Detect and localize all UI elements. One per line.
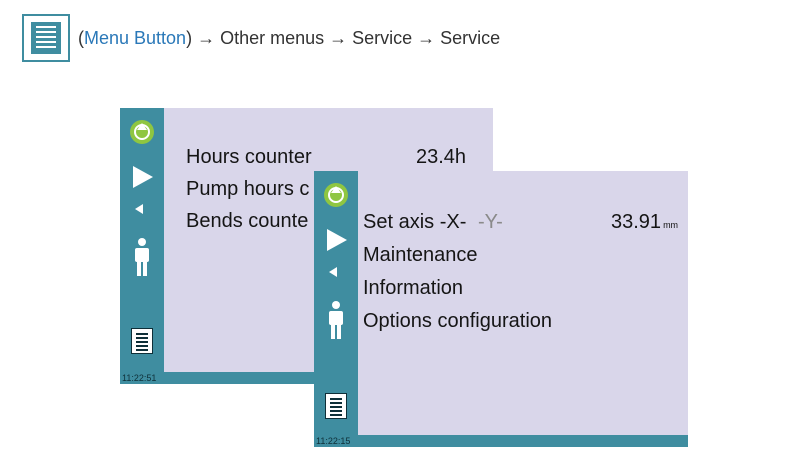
axis-y-selector[interactable]: -Y- [477, 211, 503, 233]
sidebar [120, 108, 164, 384]
axis-value-number: 33.91 [611, 211, 662, 233]
breadcrumb: (Menu Button) → Other menus → Service → … [78, 28, 500, 49]
menu-item-set-axis[interactable]: Set axis -X- -Y- [363, 211, 503, 234]
menu-item-maintenance[interactable]: Maintenance [363, 244, 478, 266]
back-icon[interactable] [135, 204, 143, 214]
menu-item-information[interactable]: Information [363, 277, 464, 299]
status-bar [314, 435, 688, 447]
clock: 11:22:15 [316, 436, 351, 446]
axis-value-unit: mm [663, 220, 679, 230]
menu-item-hours-counter[interactable]: Hours counter [186, 146, 312, 168]
play-icon[interactable] [327, 229, 347, 251]
back-content: Hours counter 23.4h Pump hours c Bends c… [186, 146, 486, 266]
person-icon[interactable] [132, 238, 152, 278]
menu-icon [31, 22, 61, 54]
menu-item-bends-counter[interactable]: Bends counte [186, 210, 309, 232]
document-icon[interactable] [131, 328, 153, 354]
breadcrumb-open: ( [78, 28, 84, 48]
back-icon[interactable] [329, 267, 337, 277]
home-icon[interactable] [324, 183, 348, 207]
clock: 11:22:51 [122, 373, 157, 383]
person-icon[interactable] [326, 301, 346, 341]
menu-button-icon [22, 14, 70, 62]
hours-counter-value: 23.4h [416, 146, 467, 168]
menu-item-pump-hours[interactable]: Pump hours c [186, 178, 310, 200]
menu-item-options-configuration[interactable]: Options configuration [363, 310, 553, 332]
set-axis-label: Set axis [363, 211, 435, 233]
home-icon[interactable] [130, 120, 154, 144]
axis-x-selector[interactable]: -X- [439, 211, 467, 233]
document-icon[interactable] [325, 393, 347, 419]
menu-button-link[interactable]: Menu Button [84, 28, 187, 48]
sidebar [314, 171, 358, 447]
breadcrumb-path: ) → Other menus → Service → Service [186, 28, 501, 48]
play-icon[interactable] [133, 166, 153, 188]
